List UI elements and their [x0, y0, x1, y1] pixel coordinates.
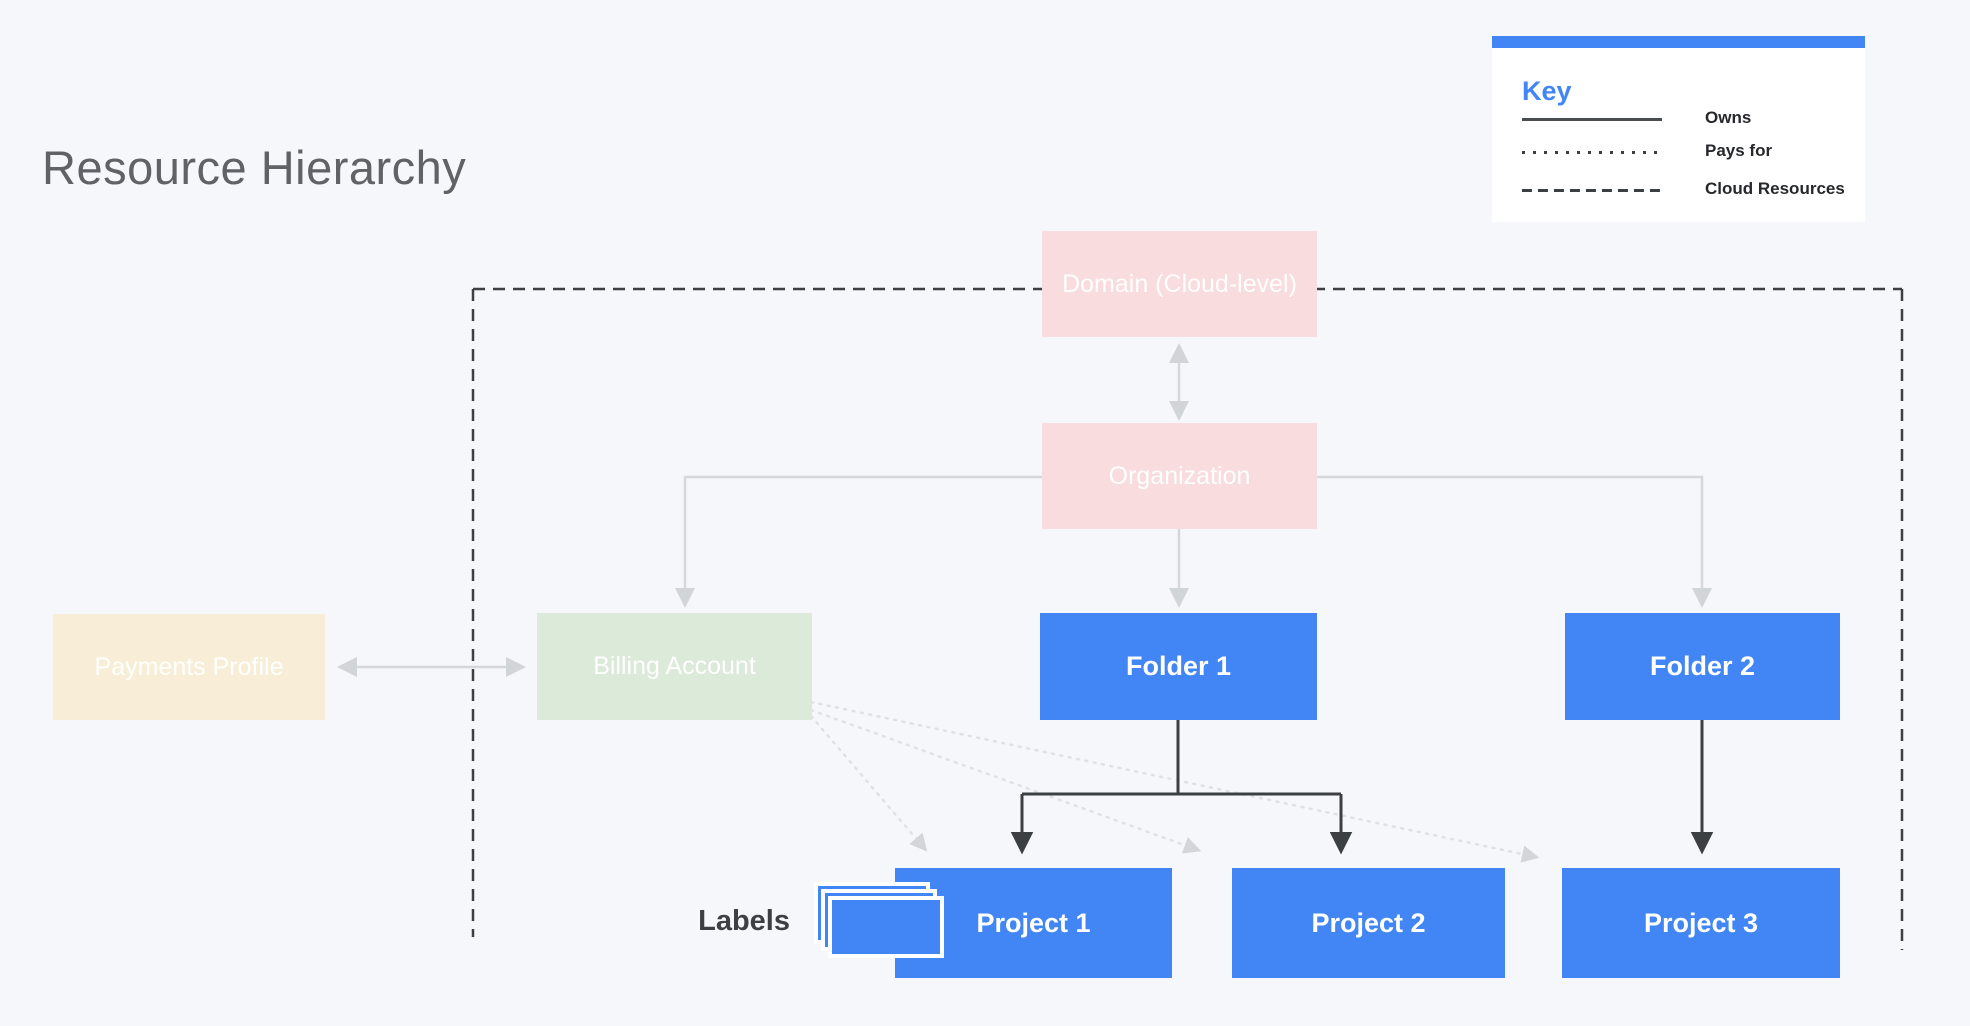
node-folder-1-label: Folder 1 — [1125, 651, 1232, 681]
edge-organization-billing — [675, 475, 1042, 608]
labels-stack-icon — [814, 882, 946, 962]
node-billing-account: Billing Account — [537, 613, 812, 720]
edge-billing-project3 — [809, 700, 1540, 863]
edge-billing-project2 — [809, 708, 1202, 854]
node-project-2-label: Project 2 — [1311, 907, 1426, 938]
key-item-pays-label: Pays for — [1705, 141, 1773, 160]
node-folder-2: Folder 2 — [1565, 613, 1840, 720]
node-payments-profile-label: Payments Profile — [94, 652, 284, 681]
node-project-1-label: Project 1 — [976, 907, 1091, 938]
labels-caption: Labels — [698, 905, 790, 937]
node-billing-account-label: Billing Account — [593, 652, 756, 680]
dotted-line-swatch — [1522, 151, 1662, 154]
solid-line-swatch — [1522, 118, 1662, 121]
node-payments-profile: Payments Profile — [53, 614, 325, 720]
edge-organization-folder2 — [1317, 475, 1712, 608]
node-folder-2-label: Folder 2 — [1649, 651, 1756, 681]
edge-billing-project1 — [809, 714, 928, 852]
key-accent-bar — [1492, 36, 1865, 48]
node-project-2: Project 2 — [1232, 868, 1505, 978]
page-title: Resource Hierarchy — [42, 141, 467, 194]
edge-folder1-branch — [1022, 720, 1341, 796]
node-organization-label: Organization — [1108, 461, 1251, 490]
key-item-cloud-resources-label: Cloud Resources — [1705, 179, 1845, 198]
node-domain-label: Domain (Cloud-level) — [1062, 269, 1297, 298]
node-folder-1: Folder 1 — [1040, 613, 1317, 720]
pays-for-connectors — [809, 700, 1540, 863]
key-title: Key — [1522, 76, 1572, 106]
label-card-icon — [828, 896, 944, 958]
cloud-resources-boundary — [471, 287, 1904, 950]
node-organization: Organization — [1042, 423, 1317, 529]
node-project-3: Project 3 — [1562, 868, 1840, 978]
key-panel: Key Owns Pays for Cloud Resources — [1492, 36, 1865, 222]
node-project-3-label: Project 3 — [1643, 907, 1759, 938]
key-item-owns-label: Owns — [1705, 108, 1752, 127]
node-domain: Domain (Cloud-level) — [1042, 231, 1317, 337]
owns-connectors-dark — [1010, 720, 1714, 855]
owns-connectors-light — [337, 343, 1712, 677]
dashed-line-swatch — [1522, 189, 1662, 192]
